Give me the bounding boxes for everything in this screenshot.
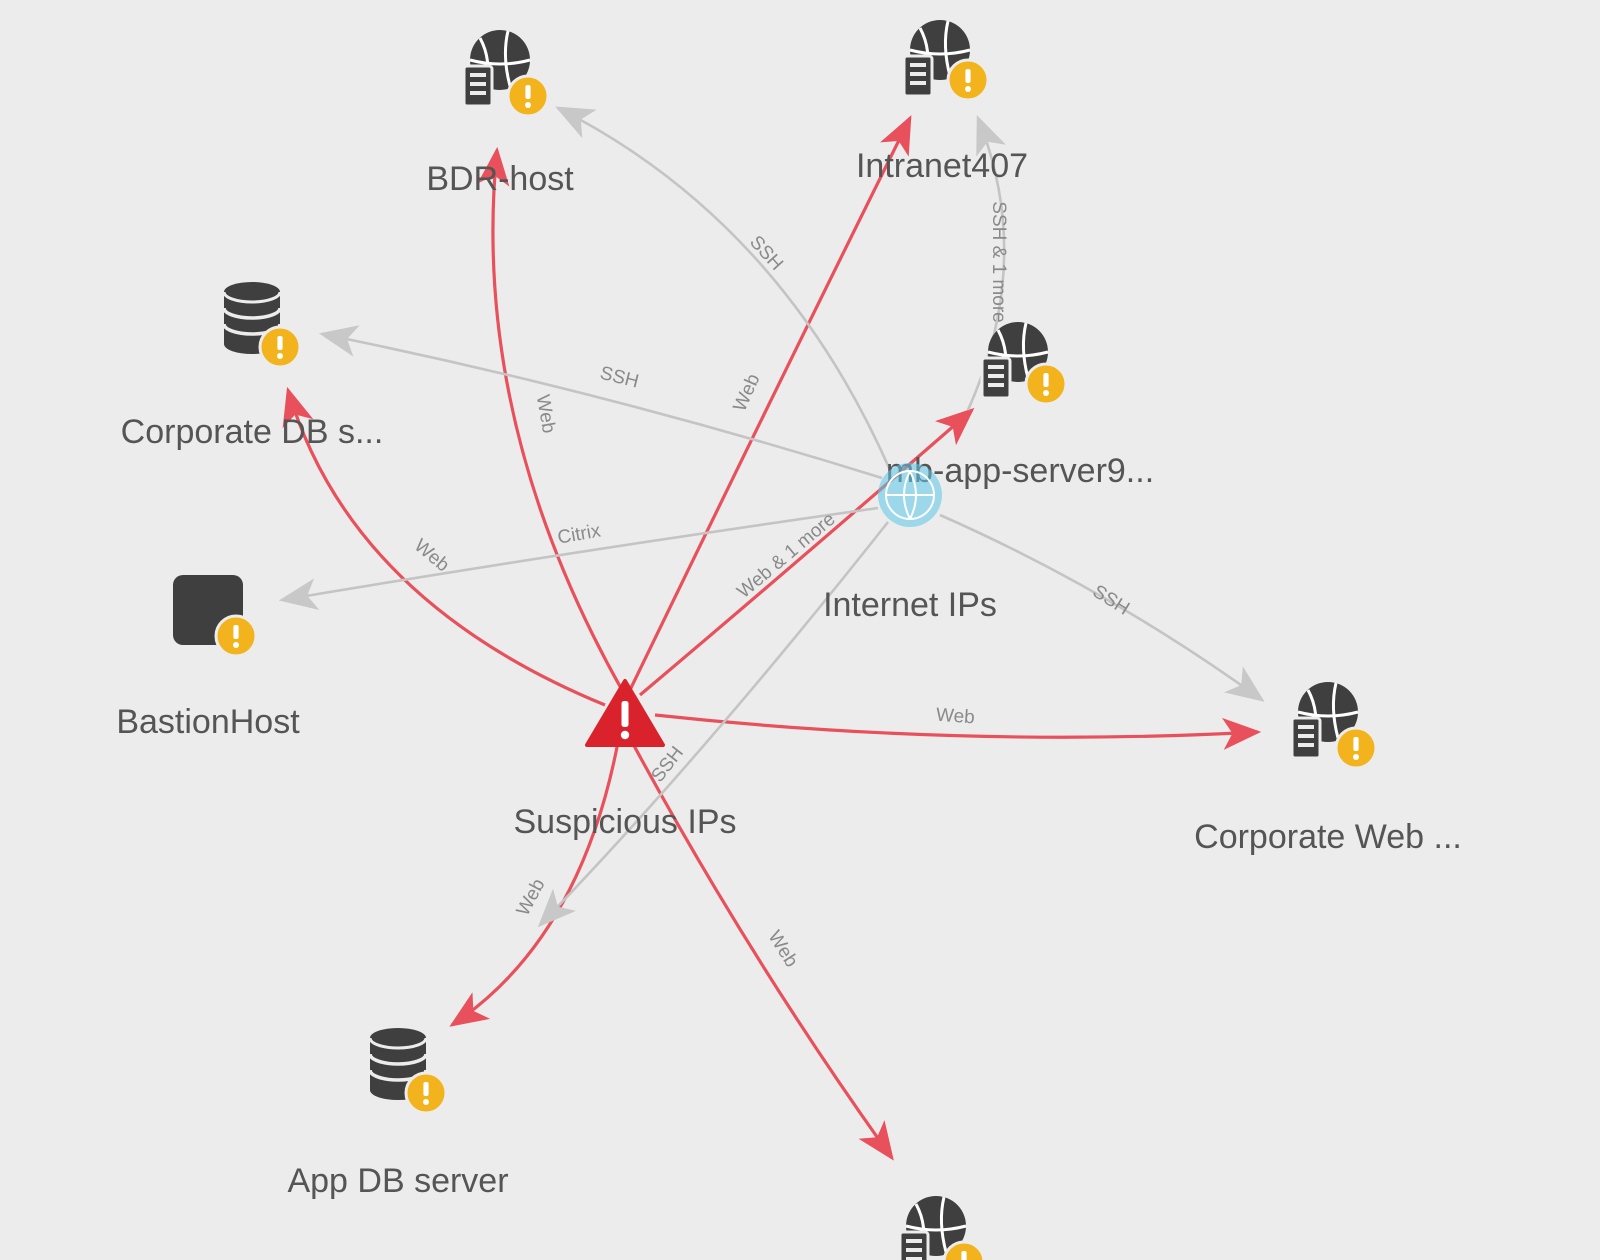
edge-label-sus-corpweb: Web: [935, 705, 975, 729]
node-bottom-host[interactable]: [898, 1194, 986, 1260]
node-suspicious-ips[interactable]: [585, 679, 665, 747]
node-label-corporate-web: Corporate Web ...: [1194, 818, 1462, 856]
edge-label-sus-bdr: Web: [532, 393, 559, 435]
warning-badge-icon: [1334, 726, 1378, 770]
node-label-bdr-host: BDR-host: [426, 160, 574, 198]
node-bdr-host[interactable]: [462, 28, 550, 118]
edge-label-sus-intranet: Web: [730, 371, 765, 415]
node-corporate-db[interactable]: [222, 280, 302, 369]
node-intranet407[interactable]: [902, 18, 990, 102]
node-label-bastion-host: BastionHost: [116, 703, 300, 741]
edge-int-bdr[interactable]: [555, 106, 892, 471]
warning-badge-icon: [404, 1071, 448, 1115]
edge-int-bastion[interactable]: [278, 506, 879, 610]
edge-label-int-bastion: Citrix: [556, 520, 603, 548]
node-internet-ips[interactable]: [878, 463, 942, 527]
node-label-intranet407: Intranet407: [856, 147, 1028, 185]
warning-badge-icon: [506, 74, 550, 118]
edge-int-appdb[interactable]: [537, 521, 890, 928]
edge-int-corpweb[interactable]: [939, 513, 1265, 702]
edge-sus-corpdb[interactable]: [282, 386, 606, 707]
node-corporate-web[interactable]: [1290, 680, 1378, 770]
edge-label-int-corpdb: SSH: [598, 363, 641, 393]
node-label-app-db-server: App DB server: [287, 1162, 508, 1200]
edge-sus-bottom[interactable]: [630, 741, 894, 1161]
edge-label-int-corpweb: SSH: [1089, 581, 1133, 620]
edge-label-sus-corpdb: Web: [410, 535, 453, 576]
edge-sus-bdr[interactable]: [477, 146, 624, 691]
node-bastion-host[interactable]: [173, 575, 258, 658]
warning-badge-icon: [946, 58, 990, 102]
node-label-internet-ips: Internet IPs: [823, 586, 997, 624]
warning-badge-icon: [214, 614, 258, 658]
edge-label-appserver-intranet: SSH & 1 more: [988, 201, 1009, 322]
edge-label-sus-appdb: Web: [513, 875, 550, 919]
node-app-server[interactable]: [980, 320, 1068, 406]
node-label-suspicious-ips: Suspicious IPs: [514, 803, 737, 841]
edge-int-corpdb[interactable]: [318, 325, 883, 480]
edges-layer: [278, 106, 1265, 1161]
edge-sus-corpweb[interactable]: [654, 713, 1262, 750]
edge-sus-intranet[interactable]: [628, 115, 912, 691]
warning-badge-icon: [258, 325, 302, 369]
warning-badge-icon: [1024, 362, 1068, 406]
node-app-db-server[interactable]: [368, 1026, 448, 1115]
edge-sus-appserver[interactable]: [638, 407, 975, 697]
node-label-corporate-db: Corporate DB s...: [121, 413, 384, 451]
edge-label-sus-bottom: Web: [763, 927, 801, 971]
